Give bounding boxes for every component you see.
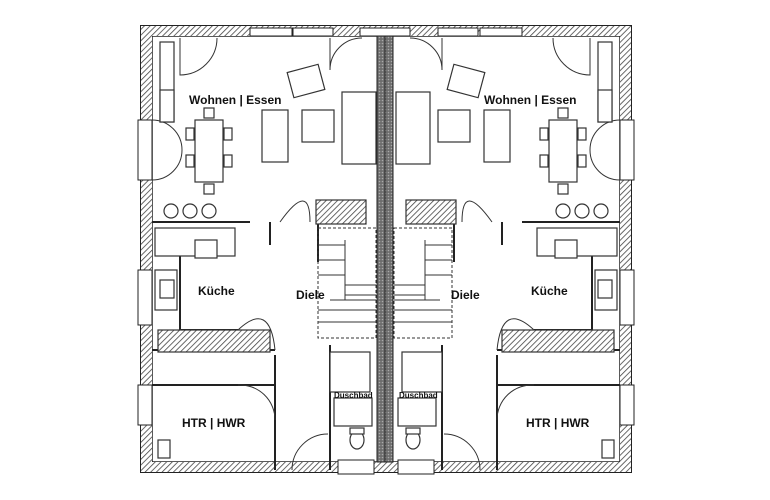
- utility-fixtures: [157, 279, 615, 459]
- room-label-utility-right: HTR | HWR: [526, 416, 590, 430]
- stairs-right: [393, 227, 453, 339]
- stairs-left: [317, 227, 377, 339]
- side-windows: [137, 119, 635, 426]
- room-label-hall-right: Diele: [451, 288, 480, 302]
- room-label-bath-left: Duschbad: [334, 391, 373, 400]
- living-furniture-right: [395, 41, 613, 195]
- room-label-living-right: Wohnen | Essen: [484, 93, 577, 107]
- room-label-bath-right: Duschbad: [399, 391, 438, 400]
- room-label-utility-left: HTR | HWR: [182, 416, 246, 430]
- party-wall: [376, 35, 394, 463]
- kitchen-left: [154, 199, 371, 393]
- bottom-entrances: [337, 459, 435, 475]
- top-windows: [249, 27, 523, 37]
- room-label-kitchen-right: Küche: [531, 284, 568, 298]
- door-swings: [151, 37, 621, 471]
- room-label-living-left: Wohnen | Essen: [189, 93, 282, 107]
- room-label-hall-left: Diele: [296, 288, 325, 302]
- room-label-kitchen-left: Küche: [198, 284, 235, 298]
- bathroom-fixtures: [333, 397, 437, 450]
- living-furniture-left: [159, 41, 377, 195]
- kitchen-right: [401, 199, 618, 393]
